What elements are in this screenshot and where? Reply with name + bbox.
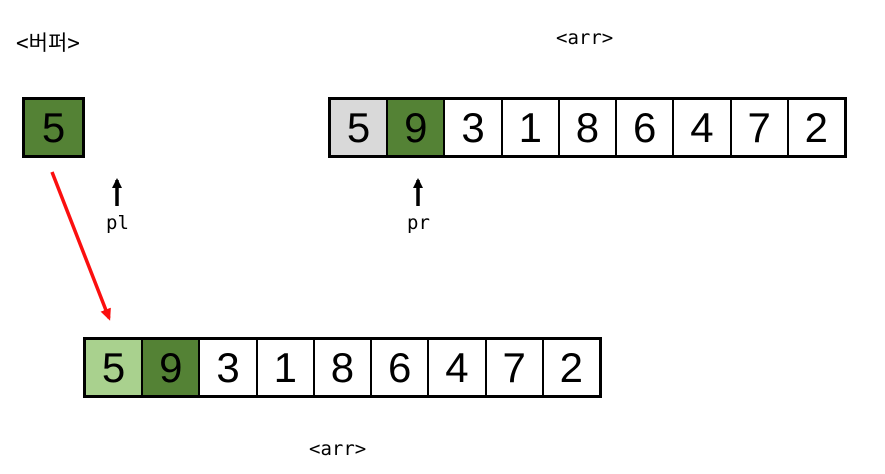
array-cell: 3 xyxy=(200,340,258,395)
array-cell: 1 xyxy=(502,100,560,155)
array-cell: 4 xyxy=(674,100,732,155)
array-cell: 7 xyxy=(731,100,789,155)
array-cell: 5 xyxy=(86,340,144,395)
array-cell: 4 xyxy=(429,340,487,395)
array-cell: 2 xyxy=(543,340,599,395)
array-cell: 6 xyxy=(617,100,675,155)
array-cell: 7 xyxy=(486,340,544,395)
array-cell: 8 xyxy=(314,340,373,395)
top-array-label: <arr> xyxy=(556,27,614,49)
pr-pointer-label: pr xyxy=(407,212,430,234)
array-cell: 1 xyxy=(257,340,315,395)
buffer-to-array-red-arrow-icon xyxy=(50,171,111,321)
array-cell: 5 xyxy=(331,100,389,155)
pl-pointer-label: pl xyxy=(106,212,129,234)
array-cell: 2 xyxy=(788,100,844,155)
array-cell: 6 xyxy=(372,340,430,395)
array-cell: 3 xyxy=(445,100,503,155)
array-cell: 9 xyxy=(388,100,446,155)
buffer-label: <버퍼> xyxy=(16,31,80,55)
array-cell: 8 xyxy=(559,100,618,155)
array-cell: 9 xyxy=(143,340,201,395)
buffer-cell: 5 xyxy=(22,97,85,158)
bottom-array-label: <arr> xyxy=(309,438,367,460)
